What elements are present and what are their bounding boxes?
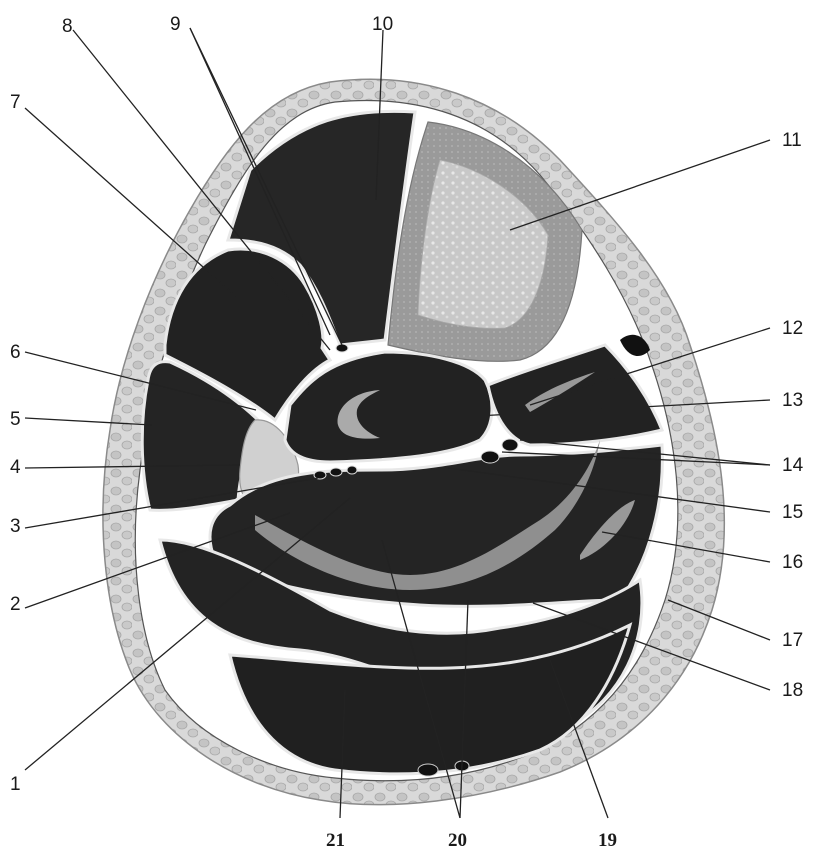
label-8: 8 <box>62 16 73 37</box>
label-13: 13 <box>782 390 803 411</box>
vessel-14b <box>502 439 518 451</box>
label-16: 16 <box>782 552 803 573</box>
label-20: 20 <box>448 830 467 851</box>
label-19: 19 <box>598 830 617 851</box>
label-7: 7 <box>10 92 21 113</box>
label-18: 18 <box>782 680 803 701</box>
label-12: 12 <box>782 318 803 339</box>
label-10: 10 <box>372 14 393 35</box>
label-21: 21 <box>326 830 345 851</box>
label-3: 3 <box>10 516 21 537</box>
label-1: 1 <box>10 774 21 795</box>
vessel-3c <box>347 466 357 474</box>
vessel-3b <box>330 468 342 476</box>
label-9: 9 <box>170 14 181 35</box>
label-4: 4 <box>10 457 21 478</box>
label-6: 6 <box>10 342 21 363</box>
label-2: 2 <box>10 594 21 615</box>
vessel-14a <box>481 451 499 463</box>
label-14: 14 <box>782 455 804 476</box>
vessel-20a <box>418 764 438 776</box>
label-17: 17 <box>782 630 803 651</box>
label-11: 11 <box>782 130 802 151</box>
label-15: 15 <box>782 502 803 523</box>
label-5: 5 <box>10 409 21 430</box>
vessel-9 <box>336 344 348 352</box>
